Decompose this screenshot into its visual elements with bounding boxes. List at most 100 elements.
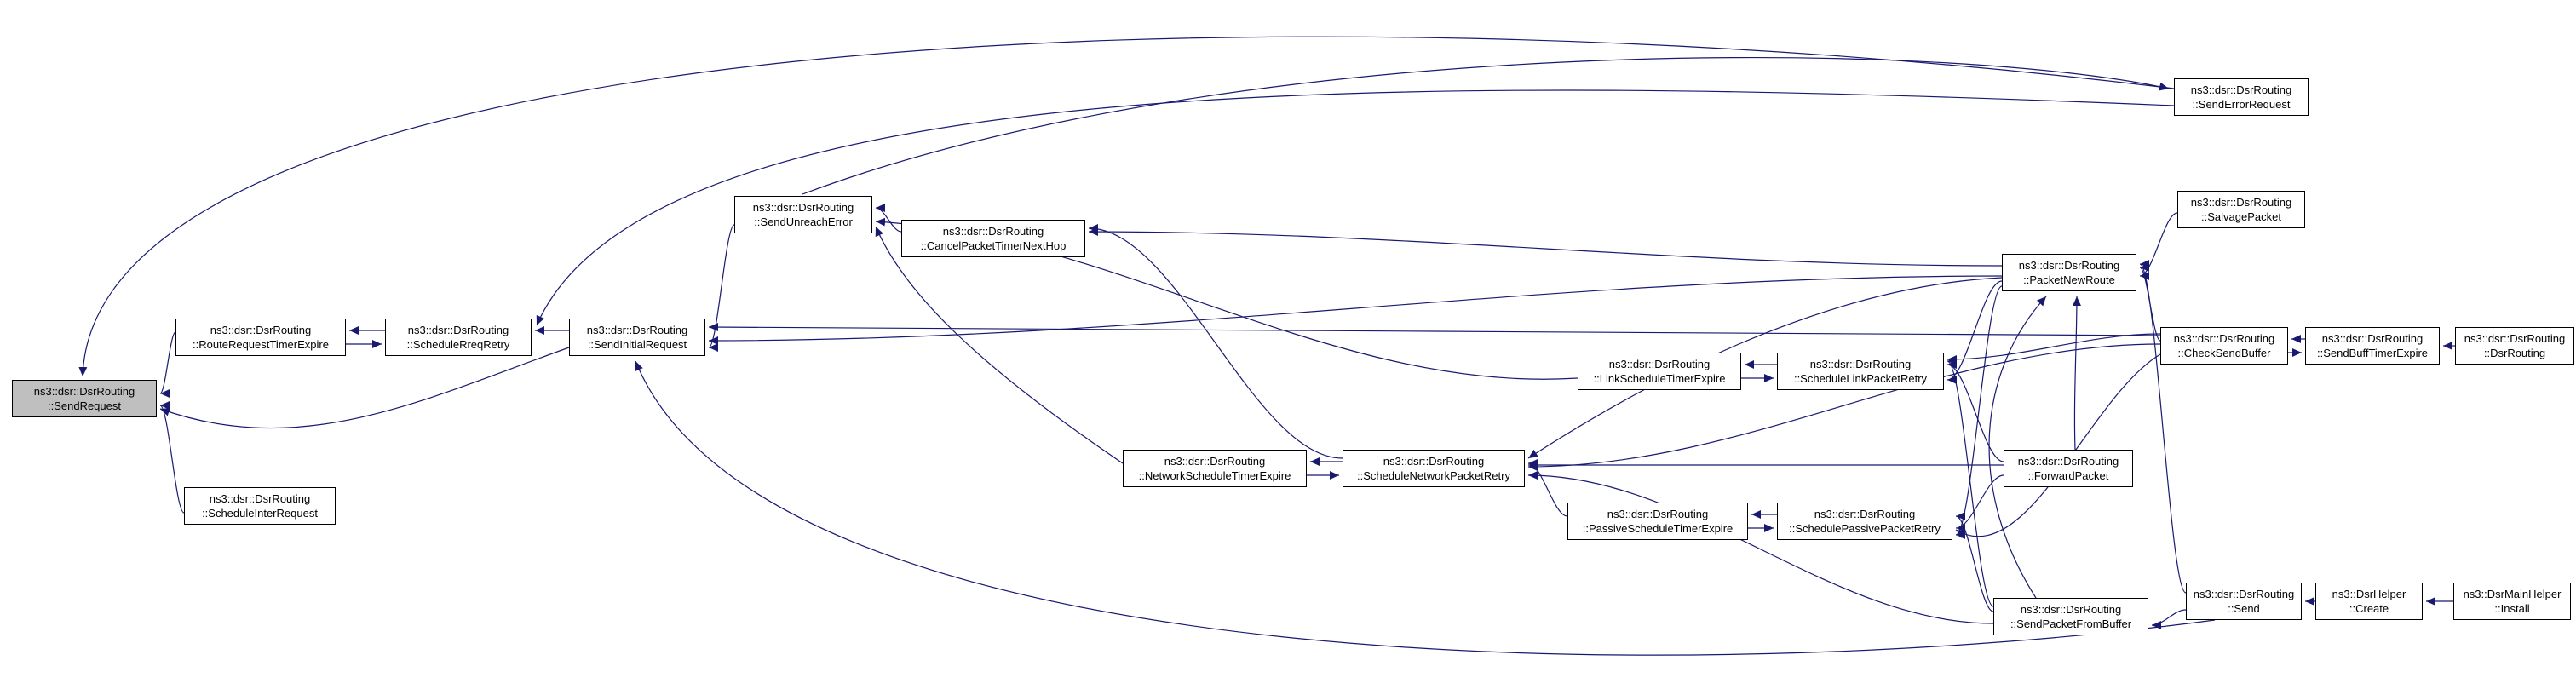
node-member-label: ::ScheduleNetworkPacketRetry xyxy=(1357,469,1510,482)
node-class-label: ns3::dsr::DsrRouting xyxy=(942,225,1044,238)
edge-send-error-request-to-schedule-rreq-retry xyxy=(536,89,2175,326)
edge-send-to-packet-new-route xyxy=(2139,260,2187,594)
edge-send-packet-from-buffer-to-schedule-network-packet-retry xyxy=(1527,471,1994,624)
node-member-label: ::SendInitialRequest xyxy=(587,338,687,351)
node-class-label: ns3::dsr::DsrRouting xyxy=(1607,508,1709,520)
edge-send-to-send-packet-from-buffer xyxy=(2151,609,2187,629)
node-salvage-packet[interactable]: ns3::dsr::DsrRouting::SalvagePacket xyxy=(2177,191,2305,228)
edge-check-send-buffer-to-send-initial-request xyxy=(708,323,2161,336)
edge-passive-schedule-timer-expire-to-schedule-network-packet-retry xyxy=(1527,459,1568,517)
node-class-label: ns3::dsr::DsrRouting xyxy=(2017,455,2119,468)
node-link-schedule-timer-expire[interactable]: ns3::dsr::DsrRouting::LinkScheduleTimerE… xyxy=(1578,353,1741,390)
edge-network-schedule-timer-expire-to-send-unreach-error xyxy=(875,226,1124,464)
node-member-label: ::PacketNewRoute xyxy=(2023,273,2115,286)
node-member-label: ::Create xyxy=(2349,602,2389,615)
node-class-label: ns3::dsr::DsrRouting xyxy=(1608,358,1711,370)
edge-send-packet-from-buffer-to-packet-new-route xyxy=(1988,296,2047,599)
node-class-label: ns3::dsr::DsrRouting xyxy=(2321,332,2424,345)
node-member-label: ::PassiveScheduleTimerExpire xyxy=(1582,522,1734,535)
edge-packet-new-route-to-schedule-passive-packet-retry xyxy=(1955,285,2003,539)
edge-packet-new-route-to-send-initial-request xyxy=(708,275,2003,345)
node-schedule-rreq-retry[interactable]: ns3::dsr::DsrRouting::ScheduleRreqRetry xyxy=(385,319,532,356)
node-send-request: ns3::dsr::DsrRouting::SendRequest xyxy=(12,380,157,417)
edge-send-initial-request-to-send-request xyxy=(159,347,570,429)
node-send-packet-from-buffer[interactable]: ns3::dsr::DsrRouting::SendPacketFromBuff… xyxy=(1993,598,2148,635)
node-member-label: ::ScheduleLinkPacketRetry xyxy=(1793,372,1928,385)
edge-salvage-packet-to-packet-new-route xyxy=(2139,212,2178,280)
node-member-label: ::CheckSendBuffer xyxy=(2177,347,2271,359)
node-member-label: ::LinkScheduleTimerExpire xyxy=(1593,372,1726,385)
node-member-label: ::SendBuffTimerExpire xyxy=(2316,347,2429,359)
node-packet-new-route[interactable]: ns3::dsr::DsrRouting::PacketNewRoute xyxy=(2002,254,2136,291)
node-class-label: ns3::dsr::DsrRouting xyxy=(407,324,509,336)
node-class-label: ns3::dsr::DsrRouting xyxy=(1809,358,1912,370)
edge-forward-packet-to-packet-new-route xyxy=(2072,296,2081,451)
node-schedule-link-packet-retry[interactable]: ns3::dsr::DsrRouting::ScheduleLinkPacket… xyxy=(1777,353,1944,390)
node-schedule-passive-packet-retry[interactable]: ns3::dsr::DsrRouting::SchedulePassivePac… xyxy=(1777,503,1952,540)
node-class-label: ns3::dsr::DsrRouting xyxy=(2190,83,2292,96)
node-member-label: ::ForwardPacket xyxy=(2027,469,2109,482)
node-member-label: ::SchedulePassivePacketRetry xyxy=(1789,522,1941,535)
node-class-label: ns3::dsr::DsrRouting xyxy=(2173,332,2275,345)
edge-schedule-inter-request-to-send-request xyxy=(159,401,185,514)
node-class-label: ns3::dsr::DsrRouting xyxy=(2018,259,2120,272)
node-class-label: ns3::dsr::DsrRouting xyxy=(209,492,311,505)
node-member-label: ::SalvagePacket xyxy=(2201,210,2281,223)
edge-send-to-send-initial-request xyxy=(635,360,2216,656)
node-member-label: ::DsrRouting xyxy=(2483,347,2546,359)
node-class-label: ns3::dsr::DsrRouting xyxy=(2464,332,2566,345)
node-dsr-helper-create[interactable]: ns3::DsrHelper::Create xyxy=(2315,583,2423,620)
node-check-send-buffer[interactable]: ns3::dsr::DsrRouting::CheckSendBuffer xyxy=(2160,327,2288,365)
edge-send-unreach-error-to-send-error-request xyxy=(802,57,2170,195)
node-send-initial-request[interactable]: ns3::dsr::DsrRouting::SendInitialRequest xyxy=(569,319,705,356)
edge-check-send-buffer-to-schedule-link-packet-retry xyxy=(1946,333,2161,364)
edge-packet-new-route-to-schedule-link-packet-retry xyxy=(1946,280,2003,384)
node-class-label: ns3::dsr::DsrRouting xyxy=(1383,455,1485,468)
node-send[interactable]: ns3::dsr::DsrRouting::Send xyxy=(2186,583,2302,620)
node-cancel-packet-timer-next-hop[interactable]: ns3::dsr::DsrRouting::CancelPacketTimerN… xyxy=(901,220,1085,257)
edge-cancel-packet-timer-next-hop-to-send-unreach-error xyxy=(875,204,902,233)
edge-forward-packet-to-schedule-link-packet-retry xyxy=(1946,360,2004,462)
edge-send-packet-from-buffer-to-schedule-passive-packet-retry xyxy=(1955,512,1994,612)
node-class-label: ns3::dsr::DsrRouting xyxy=(2020,603,2122,616)
node-class-label: ns3::dsr::DsrRouting xyxy=(210,324,312,336)
node-send-buff-timer-expire[interactable]: ns3::dsr::DsrRouting::SendBuffTimerExpir… xyxy=(2305,327,2440,365)
edge-schedule-network-packet-retry-to-cancel-packet-timer-next-hop xyxy=(1088,224,1343,459)
node-send-unreach-error[interactable]: ns3::dsr::DsrRouting::SendUnreachError xyxy=(734,196,872,233)
node-class-label: ns3::dsr::DsrRouting xyxy=(1164,455,1266,468)
node-passive-schedule-timer-expire[interactable]: ns3::dsr::DsrRouting::PassiveScheduleTim… xyxy=(1567,503,1748,540)
edge-route-request-timer-expire-to-send-request xyxy=(159,331,176,398)
node-class-label: ns3::dsr::DsrRouting xyxy=(33,385,135,398)
node-forward-packet[interactable]: ns3::dsr::DsrRouting::ForwardPacket xyxy=(2004,450,2133,487)
node-class-label: ns3::dsr::DsrRouting xyxy=(586,324,688,336)
node-member-label: ::SendErrorRequest xyxy=(2192,98,2291,111)
edge-send-error-request-to-send-request xyxy=(78,36,2175,377)
node-member-label: ::CancelPacketTimerNextHop xyxy=(920,239,1067,252)
node-route-request-timer-expire[interactable]: ns3::dsr::DsrRouting::RouteRequestTimerE… xyxy=(175,319,346,356)
node-send-error-request[interactable]: ns3::dsr::DsrRouting::SendErrorRequest xyxy=(2174,78,2309,116)
edge-packet-new-route-to-cancel-packet-timer-next-hop xyxy=(1088,227,2003,267)
node-class-label: ns3::DsrMainHelper xyxy=(2463,588,2562,600)
edge-packet-new-route-to-schedule-network-packet-retry xyxy=(1527,277,2003,459)
node-class-label: ns3::dsr::DsrRouting xyxy=(2193,588,2295,600)
node-member-label: ::Send xyxy=(2228,602,2260,615)
node-network-schedule-timer-expire[interactable]: ns3::dsr::DsrRouting::NetworkScheduleTim… xyxy=(1123,450,1307,487)
node-member-label: ::SendRequest xyxy=(47,399,121,412)
node-dsr-routing-constructor[interactable]: ns3::dsr::DsrRouting::DsrRouting xyxy=(2455,327,2574,365)
node-schedule-inter-request[interactable]: ns3::dsr::DsrRouting::ScheduleInterReque… xyxy=(184,487,336,525)
edge-send-packet-from-buffer-to-schedule-link-packet-retry xyxy=(1946,357,1994,607)
node-member-label: ::ScheduleRreqRetry xyxy=(406,338,510,351)
edge-check-send-buffer-to-schedule-network-packet-retry xyxy=(1527,343,2161,471)
node-schedule-network-packet-retry[interactable]: ns3::dsr::DsrRouting::ScheduleNetworkPac… xyxy=(1343,450,1525,487)
node-dsr-main-helper-install[interactable]: ns3::DsrMainHelper::Install xyxy=(2453,583,2571,620)
node-member-label: ::SendPacketFromBuffer xyxy=(2010,617,2132,630)
node-member-label: ::NetworkScheduleTimerExpire xyxy=(1138,469,1291,482)
node-class-label: ns3::dsr::DsrRouting xyxy=(2190,196,2292,209)
node-class-label: ns3::dsr::DsrRouting xyxy=(1814,508,1916,520)
edge-send-unreach-error-to-send-initial-request xyxy=(708,224,735,352)
node-class-label: ns3::DsrHelper xyxy=(2332,588,2406,600)
node-member-label: ::RouteRequestTimerExpire xyxy=(193,338,329,351)
node-member-label: ::ScheduleInterRequest xyxy=(202,507,318,520)
